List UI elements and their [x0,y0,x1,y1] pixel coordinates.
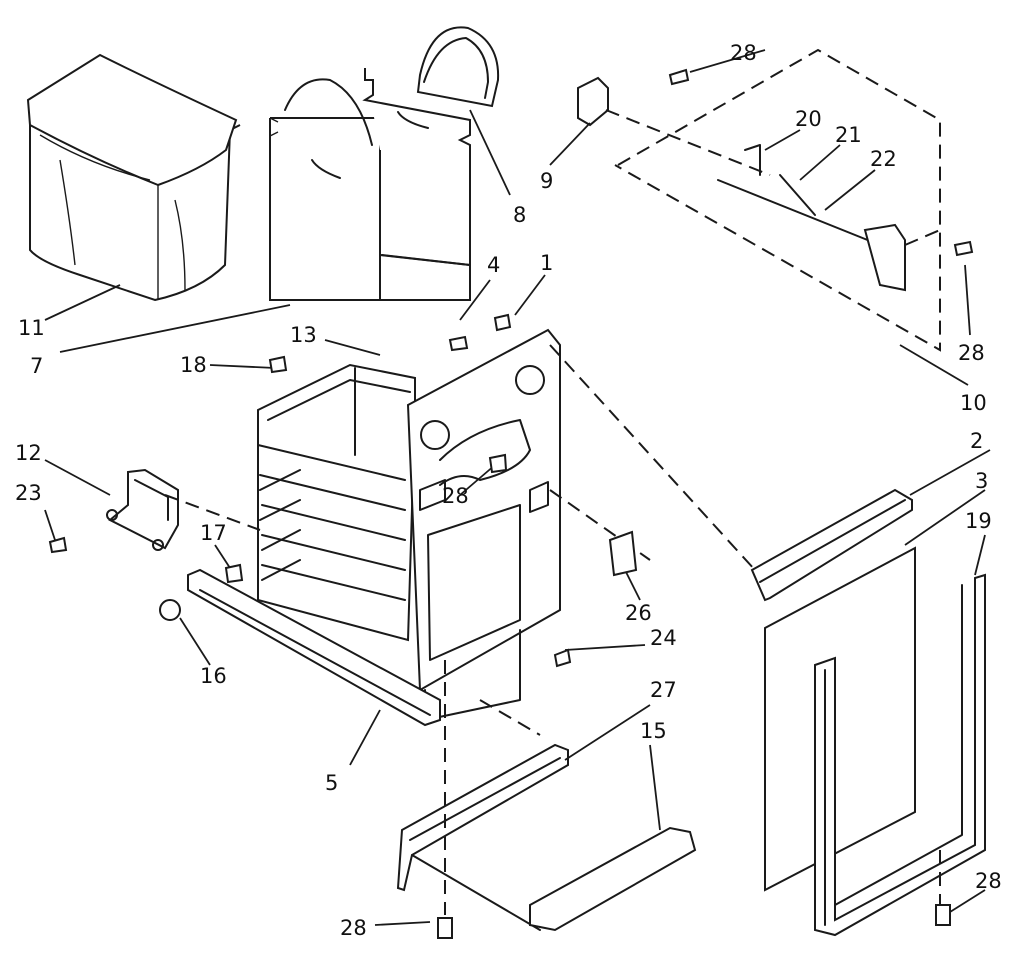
door-panel-part [764,546,916,892]
label-4: 4 [487,253,500,277]
door-frame-part [814,573,986,937]
label-20: 20 [795,107,822,131]
label-28-bottom: 28 [340,916,367,940]
bottom-rail-part [187,568,441,727]
label-24: 24 [650,626,677,650]
kick-plate-part [396,743,569,931]
handle-part [529,826,697,932]
label-27: 27 [650,678,677,702]
label-28-right: 28 [958,341,985,365]
part-labels: 28 9 8 20 21 22 28 10 11 7 4 1 13 18 12 … [15,41,1002,940]
label-18: 18 [180,353,207,377]
label-28-top: 28 [730,41,757,65]
label-17: 17 [200,521,227,545]
label-28-mid: 28 [442,484,469,508]
label-28-bottom-right: 28 [975,869,1002,893]
gasket-part [416,26,500,108]
label-13: 13 [290,323,317,347]
bag-part [26,53,241,302]
label-26: 26 [625,601,652,625]
latch-part [577,76,609,127]
label-3: 3 [975,469,988,493]
hardware-fasteners [48,68,974,939]
door-top-rail-part [750,488,913,602]
bracket-part [106,468,179,551]
cabinet-body-part [257,328,561,721]
label-11: 11 [18,316,45,340]
label-7: 7 [30,354,43,378]
liner-panel-part [269,68,471,301]
label-15: 15 [640,719,667,743]
label-21: 21 [835,123,862,147]
label-9: 9 [540,169,553,193]
label-16: 16 [200,664,227,688]
label-8: 8 [513,203,526,227]
label-1: 1 [540,251,553,275]
label-12: 12 [15,441,42,465]
label-2: 2 [970,429,983,453]
label-19: 19 [965,509,992,533]
label-22: 22 [870,147,897,171]
label-5: 5 [325,771,338,795]
label-10: 10 [960,391,987,415]
leader-lines [44,49,991,926]
spring-rod-part [717,144,906,292]
label-23: 23 [15,481,42,505]
